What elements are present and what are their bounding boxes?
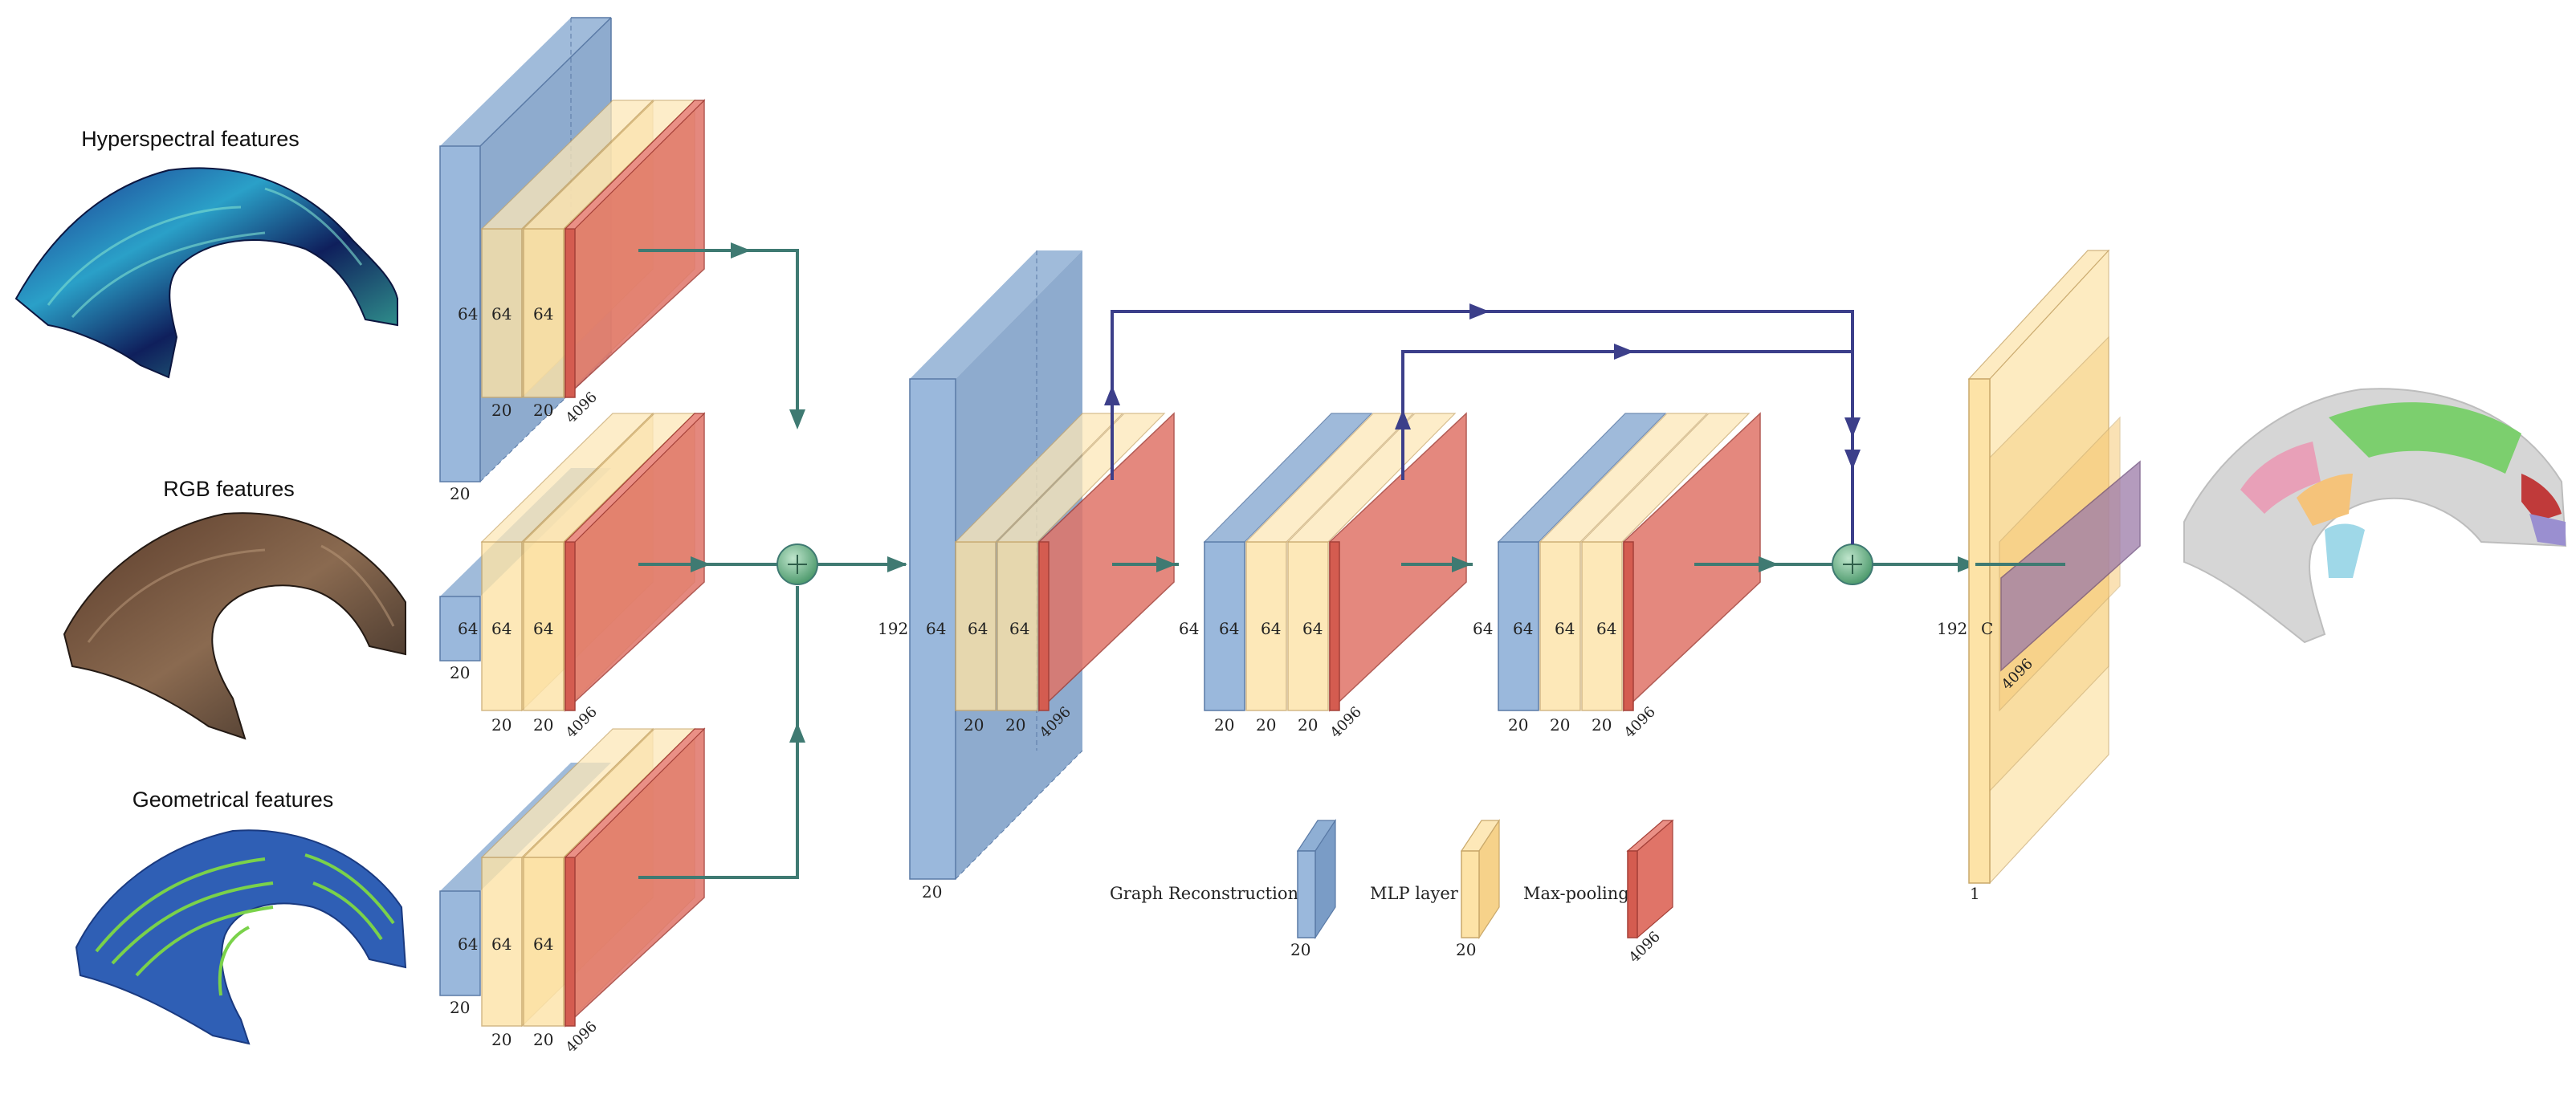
maxpool-block-a <box>564 99 706 399</box>
title-hyperspectral: Hyperspectral features <box>81 127 300 151</box>
dim-s2-mlp2-w: 20 <box>1005 715 1025 735</box>
dim-s3-mlp2-w: 20 <box>1298 715 1318 735</box>
dim-s2-mlp1-w: 20 <box>964 715 984 735</box>
maxpool-legend-swatch <box>1627 850 1638 938</box>
dim-s3-in: 64 <box>1179 619 1199 638</box>
dim-s4-in: 64 <box>1473 619 1493 638</box>
mlp-block-s4a <box>1539 413 1709 711</box>
geometrical-image <box>75 829 407 1045</box>
title-rgb: RGB features <box>163 477 295 501</box>
skip-arrowheads <box>1104 303 1861 470</box>
maxpool-block-s2 <box>1038 412 1175 712</box>
dim-a-mlp2: 64 <box>533 304 553 324</box>
sum-node-1 <box>776 543 818 585</box>
branch-rgb: 64 64 64 20 20 20 4096 <box>439 412 706 742</box>
dim-s4-mlp2: 64 <box>1596 619 1616 638</box>
maxpool-block-c <box>564 727 706 1028</box>
dim-b-mlp1: 64 <box>491 619 512 638</box>
legend-mlp-dim: 20 <box>1456 940 1476 959</box>
dim-s2-mlp2: 64 <box>1009 619 1029 638</box>
dim-s3-mlp1-w: 20 <box>1256 715 1276 735</box>
maxpool-block-final <box>2000 460 2141 672</box>
stage-3: 64 64 64 64 20 20 20 4096 <box>1179 412 1467 742</box>
dim-a-graph: 64 <box>458 304 478 324</box>
output-segmentation <box>2183 388 2567 644</box>
legend-mlp: MLP layer 20 <box>1370 818 1501 959</box>
dim-s4-graph-w: 20 <box>1508 715 1528 735</box>
dim-s4-mlp2-w: 20 <box>1592 715 1612 735</box>
dim-c-mlp2: 64 <box>533 934 553 954</box>
legend-mlp-label: MLP layer <box>1370 884 1459 903</box>
dim-s3-graph: 64 <box>1219 619 1239 638</box>
mlp-block-s3a <box>1245 413 1415 711</box>
sum-node-2 <box>1832 543 1873 585</box>
maxpool-block-s3 <box>1329 412 1467 712</box>
legend-graph-label: Graph Reconstruction <box>1110 884 1298 903</box>
final-block: 192 C 4096 1 <box>1937 249 2141 903</box>
mlp-block-s2b <box>996 413 1166 711</box>
stage-2: 192 64 64 64 20 20 20 4096 <box>878 250 1175 902</box>
maxpool-block-s4 <box>1623 412 1761 712</box>
dim-a-mlp1: 64 <box>491 304 512 324</box>
stage-4: 64 64 64 64 20 20 20 4096 <box>1473 412 1761 742</box>
graph-legend-swatch <box>1297 850 1316 938</box>
mlp-block-s4b <box>1580 413 1751 711</box>
legend-graph: Graph Reconstruction 20 <box>1110 818 1337 959</box>
branch-geometrical: 64 64 64 20 20 20 4096 <box>439 727 706 1056</box>
input-rgb: RGB features <box>63 477 406 740</box>
dim-s3-mlp2: 64 <box>1302 619 1323 638</box>
mlp-legend-swatch <box>1461 850 1480 938</box>
dim-a-mlp2-w: 20 <box>533 401 553 420</box>
dim-s3-mlp1: 64 <box>1261 619 1281 638</box>
mlp-block-s2a <box>954 413 1124 711</box>
dim-s2-graph: 64 <box>926 619 946 638</box>
dim-c-graph: 64 <box>458 934 478 954</box>
dim-s4-mlp1-w: 20 <box>1550 715 1570 735</box>
legend-maxpool: Max-pooling 4096 <box>1523 819 1674 967</box>
dim-s3-graph-w: 20 <box>1214 715 1234 735</box>
dim-a-graph-w: 20 <box>450 484 470 503</box>
dim-b-mlp1-w: 20 <box>491 715 512 735</box>
legend-graph-dim: 20 <box>1290 940 1310 959</box>
dim-s2-graph-w: 20 <box>922 882 942 902</box>
dim-c-graph-w: 20 <box>450 998 470 1017</box>
dim-a-mlp1-w: 20 <box>491 401 512 420</box>
main-flow-arrowheads <box>1156 556 1978 572</box>
legend-maxpool-label: Max-pooling <box>1523 884 1629 903</box>
dim-b-graph-w: 20 <box>450 663 470 682</box>
graph-block-s3 <box>1203 413 1373 711</box>
dim-c-mlp1-w: 20 <box>491 1030 512 1049</box>
dim-s4-mlp1: 64 <box>1555 619 1575 638</box>
rgb-image <box>63 512 406 740</box>
dim-b-mlp2-w: 20 <box>533 715 553 735</box>
hyperspectral-image <box>14 167 398 379</box>
dim-s2-mlp1: 64 <box>968 619 988 638</box>
dim-b-graph: 64 <box>458 619 478 638</box>
dim-c-mlp2-w: 20 <box>533 1030 553 1049</box>
dim-final-in: 192 <box>1937 619 1967 638</box>
dim-s2-in: 192 <box>878 619 908 638</box>
title-geometrical: Geometrical features <box>132 788 334 812</box>
mlp-block-s3b <box>1286 413 1457 711</box>
dim-s4-graph: 64 <box>1513 619 1533 638</box>
graph-block-s4 <box>1497 413 1667 711</box>
dim-b-mlp2: 64 <box>533 619 553 638</box>
dim-final-w: 1 <box>1970 884 1980 903</box>
dim-c-mlp1: 64 <box>491 934 512 954</box>
maxpool-block-b <box>564 412 706 712</box>
fusion-1-arrowheads <box>691 242 907 743</box>
legend: Graph Reconstruction 20 MLP layer 20 Max… <box>1110 818 1674 967</box>
input-hyperspectral: Hyperspectral features <box>14 127 398 379</box>
input-geometrical: Geometrical features <box>75 788 407 1045</box>
branch-hyperspectral: 64 64 64 20 20 20 4096 <box>439 17 706 503</box>
dim-final-c: C <box>1981 619 1993 638</box>
